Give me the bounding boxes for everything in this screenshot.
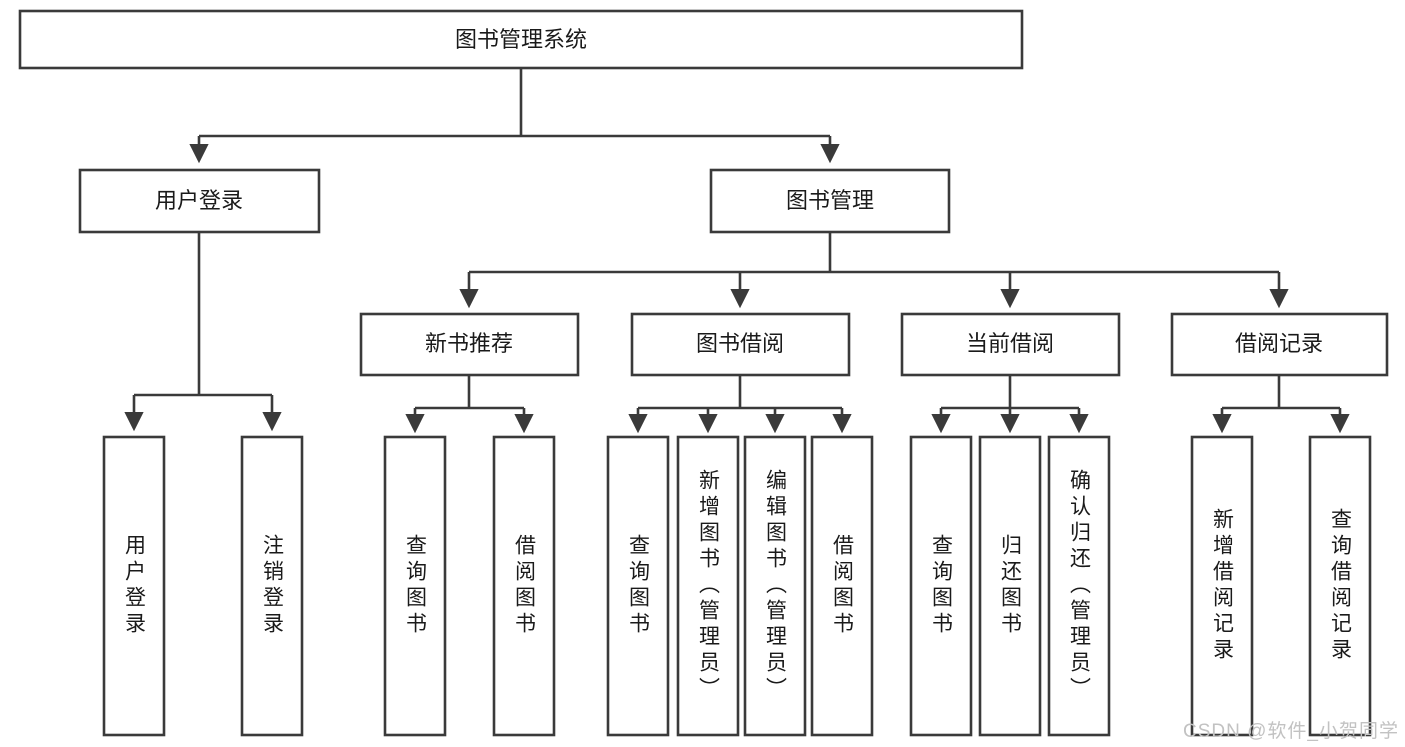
- node-book-management-label: 图书管理: [786, 188, 874, 213]
- leaf-box-query-book-3[interactable]: [909, 435, 973, 737]
- node-current-borrow[interactable]: 当前借阅: [900, 312, 1121, 377]
- node-new-book-recommend[interactable]: 新书推荐: [359, 312, 580, 377]
- node-user-login[interactable]: 用户登录: [78, 168, 321, 234]
- leaf-box-borrow-book-1[interactable]: [492, 435, 556, 737]
- leaf-box-user-login[interactable]: [102, 435, 166, 737]
- node-book-borrow[interactable]: 图书借阅: [630, 312, 851, 377]
- connector-newbook-to-leaves: [405, 375, 534, 434]
- leaf-box-query-book-1[interactable]: [383, 435, 447, 737]
- connector-currentborrow-to-leaves: [931, 375, 1089, 434]
- leaf-box-add-book[interactable]: [676, 435, 740, 737]
- node-root[interactable]: 图书管理系统: [18, 9, 1024, 70]
- leaf-box-borrow-book-2[interactable]: [810, 435, 874, 737]
- connector-borrowrecord-to-leaves: [1212, 375, 1350, 434]
- connector-root-to-level2: [189, 68, 840, 164]
- leaf-box-query-book-2[interactable]: [606, 435, 670, 737]
- connector-userlogin-to-leaves: [124, 232, 282, 432]
- node-borrow-record[interactable]: 借阅记录: [1170, 312, 1389, 377]
- connector-bookborrow-to-leaves: [628, 375, 852, 434]
- node-book-management[interactable]: 图书管理: [709, 168, 951, 234]
- node-new-book-recommend-label: 新书推荐: [425, 331, 513, 356]
- node-user-login-label: 用户登录: [155, 188, 243, 213]
- node-root-label: 图书管理系统: [455, 27, 587, 52]
- leaf-box-return-book[interactable]: [978, 435, 1042, 737]
- leaf-box-add-borrow-record[interactable]: [1190, 435, 1254, 737]
- leaf-box-confirm-return[interactable]: [1047, 435, 1111, 737]
- node-borrow-record-label: 借阅记录: [1235, 331, 1323, 356]
- leaf-box-query-borrow-record[interactable]: [1308, 435, 1372, 737]
- connector-bookmgmt-to-level3: [459, 232, 1289, 309]
- leaf-box-logout[interactable]: [240, 435, 304, 737]
- node-current-borrow-label: 当前借阅: [966, 331, 1054, 356]
- leaf-box-edit-book[interactable]: [743, 435, 807, 737]
- node-book-borrow-label: 图书借阅: [696, 331, 784, 356]
- csdn-watermark: CSDN @软件_小贺同学: [1183, 721, 1399, 742]
